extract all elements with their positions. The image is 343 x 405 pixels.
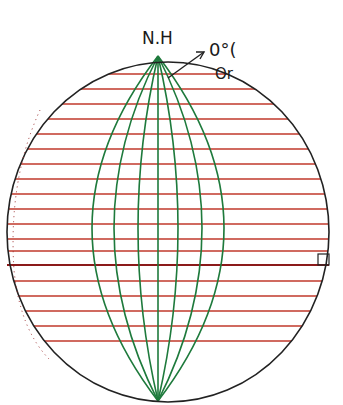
pole-label: N.H bbox=[142, 30, 173, 47]
right-angle-mark bbox=[318, 254, 329, 265]
equator-line bbox=[7, 264, 329, 266]
meridian-lines bbox=[92, 56, 224, 401]
rim-dots bbox=[13, 110, 50, 360]
annotation-text: 0°( bbox=[209, 41, 236, 59]
globe-outline bbox=[7, 62, 329, 402]
annotation-text: Or bbox=[215, 67, 233, 82]
pointer-arrow bbox=[168, 52, 204, 78]
